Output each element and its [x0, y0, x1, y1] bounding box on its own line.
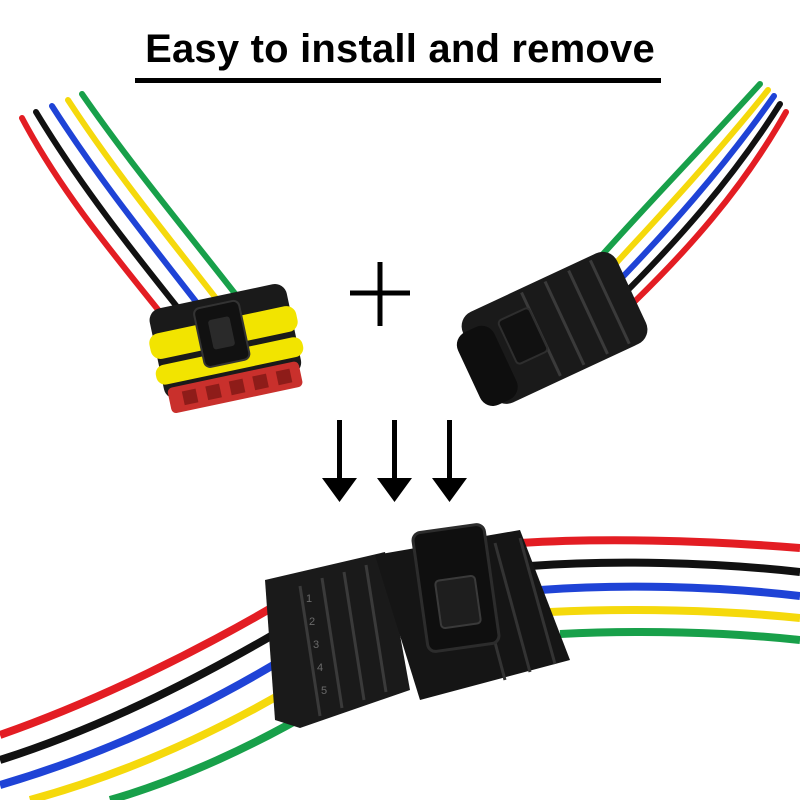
pin-number: 2 — [309, 616, 315, 628]
assembled-right-wires — [519, 536, 800, 644]
male-connector — [456, 81, 789, 406]
latch — [411, 523, 501, 653]
pin-number: 1 — [306, 593, 312, 605]
female-connector — [19, 91, 304, 414]
down-arrow-icon — [377, 420, 412, 502]
plus-icon — [350, 262, 410, 326]
pin-numbers: 1 2 3 4 5 — [306, 593, 327, 697]
pin-number: 4 — [317, 662, 323, 674]
down-arrow-icon — [322, 420, 357, 502]
pin-number: 3 — [313, 639, 319, 651]
pin-number: 5 — [321, 685, 327, 697]
female-connector-wires — [19, 91, 243, 325]
male-connector-wires — [593, 81, 789, 309]
assembled-connector: 1 2 3 4 5 — [0, 523, 800, 800]
down-arrow-icon — [432, 420, 467, 502]
headline: Easy to install and remove — [145, 27, 655, 71]
headline-underline — [135, 78, 661, 83]
